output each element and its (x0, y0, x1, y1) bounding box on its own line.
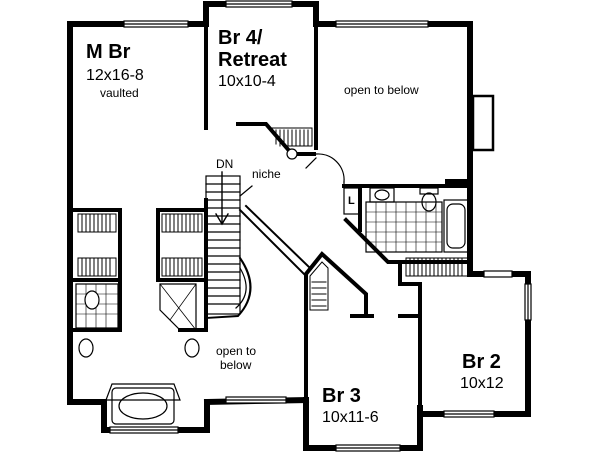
stair-down-label: DN (216, 157, 234, 171)
br3-size: 10x11-6 (322, 409, 379, 426)
open-to-below-top: open to below (344, 83, 419, 97)
door-swings (286, 148, 345, 189)
master-bedroom-note: vaulted (100, 86, 139, 100)
open-to-below-left-line2: below (220, 358, 252, 372)
br2-name: Br 2 (462, 351, 501, 373)
staircase (204, 171, 253, 320)
br4-size: 10x10-4 (218, 73, 276, 90)
open-to-below-left-line1: open to (216, 344, 257, 358)
linen-closet-label: L (348, 195, 355, 207)
br2-size: 10x12 (460, 375, 504, 392)
windows (109, 0, 532, 452)
br3-name: Br 3 (322, 385, 361, 407)
bath-fixtures (75, 187, 469, 425)
master-bedroom-size: 12x16-8 (86, 67, 144, 84)
niche-label: niche (252, 167, 281, 181)
closet-shelves (77, 127, 469, 311)
br4-name-line1: Br 4/ (218, 27, 263, 49)
master-bedroom-name: M Br (86, 41, 131, 63)
br4-name-line2: Retreat (218, 49, 287, 71)
